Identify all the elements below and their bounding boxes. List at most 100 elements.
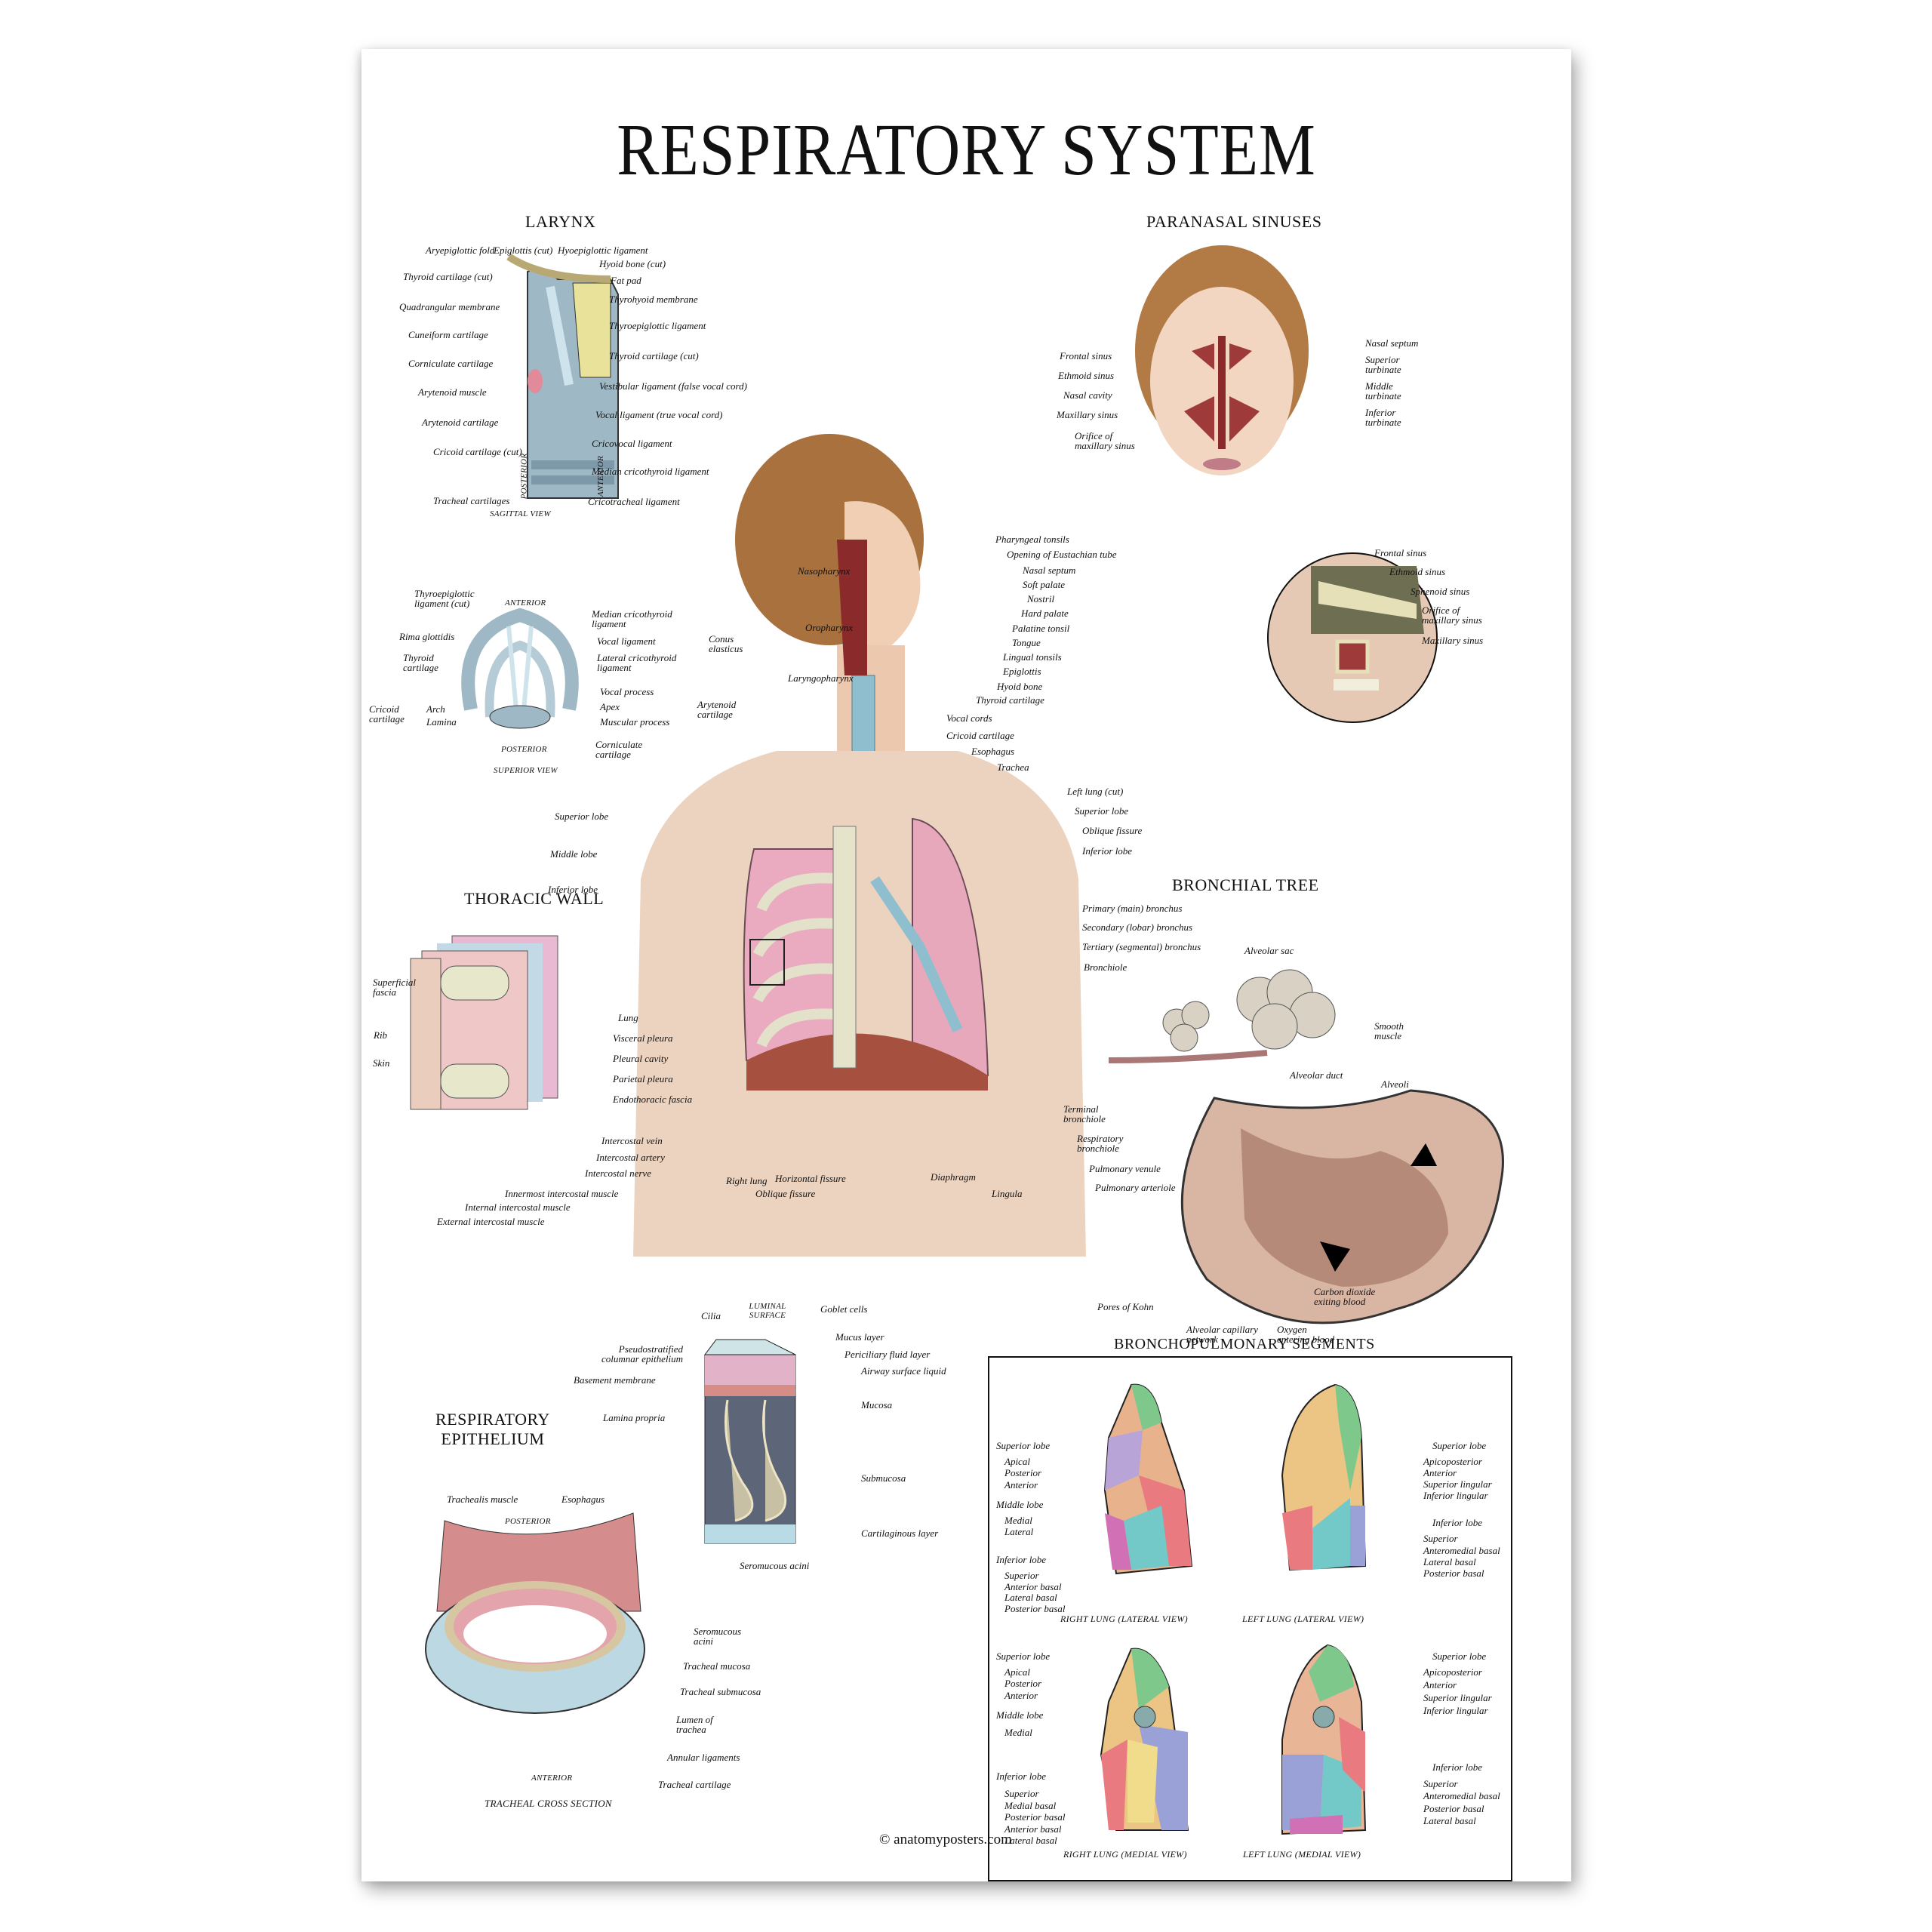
label: Epiglottis <box>1003 666 1041 677</box>
label: Posterior <box>1004 1678 1042 1689</box>
poster-sheet: RESPIRATORY SYSTEM LARYNX POSTERIOR ANTE… <box>361 49 1571 1881</box>
label: Intercostal vein <box>601 1135 663 1146</box>
label: Superior lingular <box>1423 1692 1492 1703</box>
label: External intercostal muscle <box>437 1216 545 1227</box>
label: Nasal septum <box>1023 565 1076 576</box>
label: Submucosa <box>861 1472 906 1484</box>
label: Inferior lingular <box>1423 1705 1488 1716</box>
label: Superior turbinate <box>1365 354 1401 375</box>
label: Inferior lobe <box>996 1554 1047 1565</box>
label: Thyroid cartilage (cut) <box>403 271 493 282</box>
label: Superior <box>1004 1570 1039 1581</box>
label: Nasal septum <box>1365 337 1419 349</box>
label: Periciliary fluid layer <box>844 1349 931 1360</box>
orientation-anterior: ANTERIOR <box>505 598 546 608</box>
label: Alveolar capillary network <box>1186 1324 1258 1345</box>
label: Carbon dioxide exiting blood <box>1314 1286 1376 1307</box>
label: Anterior basal <box>1004 1823 1062 1835</box>
epithelium-title-line1: RESPIRATORY <box>435 1410 550 1429</box>
epithelium-title-line2: EPITHELIUM <box>441 1429 545 1448</box>
label: Parietal pleura <box>613 1073 673 1084</box>
label: Middle lobe <box>996 1499 1044 1510</box>
label: Posterior basal <box>1004 1811 1066 1823</box>
label: Vocal ligament <box>597 635 656 647</box>
label: Superior lobe <box>996 1440 1051 1451</box>
label: Lingual tonsils <box>1003 651 1062 663</box>
label: Maxillary sinus <box>1422 635 1484 646</box>
label: Thyroepiglottic ligament <box>609 320 706 331</box>
label: Superior lobe <box>1432 1651 1487 1662</box>
orientation-posterior: POSTERIOR <box>501 745 547 754</box>
label: Hyoid bone (cut) <box>599 258 666 269</box>
copyright-footer: © anatomyposters.com <box>879 1832 1012 1847</box>
label: Cuneiform cartilage <box>408 329 488 340</box>
label: Mucus layer <box>835 1331 884 1343</box>
cricoid-group-label: Cricoid cartilage <box>369 703 405 724</box>
label: Lamina <box>426 716 457 728</box>
label: Intercostal artery <box>596 1152 665 1163</box>
label: Fat pad <box>611 275 641 286</box>
label: Cricotracheal ligament <box>588 496 680 507</box>
label: Tracheal submucosa <box>680 1686 761 1697</box>
label: Seromucous acini <box>740 1560 810 1571</box>
label: Ethmoid sinus <box>1058 370 1115 381</box>
label: Soft palate <box>1023 579 1065 590</box>
bronchopulmonary-title: BRONCHOPULMONARY SEGMENTS <box>1114 1336 1375 1352</box>
face-lateral-illustration <box>1267 552 1438 723</box>
label: Apex <box>600 701 620 712</box>
label: Aryepiglottic fold <box>426 245 495 256</box>
label: Visceral pleura <box>613 1032 673 1044</box>
bronchial-tree-title: BRONCHIAL TREE <box>1172 875 1319 894</box>
view-caption: LEFT LUNG (LATERAL VIEW) <box>1242 1614 1364 1624</box>
label: Superior lobe <box>1075 805 1129 817</box>
label: Cilia <box>701 1310 721 1321</box>
label: Vocal process <box>600 686 654 697</box>
label: Thyroepiglottic ligament (cut) <box>414 588 475 609</box>
larynx-sagittal-illustration <box>506 253 619 499</box>
label: Airway surface liquid <box>861 1365 946 1377</box>
label: Superior lobe <box>996 1651 1051 1662</box>
label: Vestibular ligament (false vocal cord) <box>599 380 747 392</box>
label: Esophagus <box>561 1494 605 1505</box>
label: Superficial fascia <box>373 977 417 998</box>
label: Arytenoid cartilage <box>422 417 499 428</box>
label: Cricoid cartilage <box>946 730 1014 741</box>
label: Tracheal mucosa <box>683 1660 751 1672</box>
label: Skin <box>373 1057 390 1069</box>
label: Bronchiole <box>1084 961 1128 973</box>
label: Mucosa <box>861 1399 893 1411</box>
label: Primary (main) bronchus <box>1082 903 1183 914</box>
label: Oblique fissure <box>755 1188 816 1199</box>
label: Anteromedial basal <box>1423 1790 1500 1801</box>
trachea-cross-section-illustration <box>425 1512 645 1714</box>
right-lung-lateral-illustration <box>1103 1383 1193 1575</box>
label: Apical <box>1004 1456 1030 1467</box>
label: Inferior lobe <box>1432 1517 1483 1528</box>
larynx-title: LARYNX <box>525 212 596 231</box>
label: Medial <box>1004 1727 1032 1738</box>
label: Anterior <box>1423 1679 1457 1690</box>
label: Posterior <box>1004 1467 1042 1478</box>
label: Inferior lobe <box>548 884 598 895</box>
label: Ethmoid sinus <box>1389 566 1446 577</box>
label: Pharyngeal tonsils <box>995 534 1069 545</box>
pharynx-region-label: Oropharynx <box>805 622 854 633</box>
label: Oxygen entering blood <box>1277 1324 1335 1345</box>
view-caption: LEFT LUNG (MEDIAL VIEW) <box>1243 1849 1361 1860</box>
label: Smooth muscle <box>1374 1020 1404 1041</box>
torso-illustration <box>633 434 1086 1257</box>
label: Anterior <box>1004 1690 1038 1701</box>
label: Vocal ligament (true vocal cord) <box>595 409 723 420</box>
view-caption: RIGHT LUNG (MEDIAL VIEW) <box>1063 1849 1187 1860</box>
orientation-anterior: ANTERIOR <box>531 1774 573 1783</box>
label: Left lung (cut) <box>1067 786 1124 797</box>
sagittal-view-caption: SAGITTAL VIEW <box>490 509 551 518</box>
label: Nostril <box>1027 593 1055 605</box>
label: Thyroid cartilage <box>976 694 1044 706</box>
label: Hyoid bone <box>997 681 1043 692</box>
label: Opening of Eustachian tube <box>1007 549 1117 560</box>
label: Cricoid cartilage (cut) <box>433 446 522 457</box>
label: Posterior basal <box>1423 1803 1484 1814</box>
label: Superior <box>1423 1778 1458 1789</box>
epithelium-title: RESPIRATORY EPITHELIUM <box>435 1410 550 1449</box>
